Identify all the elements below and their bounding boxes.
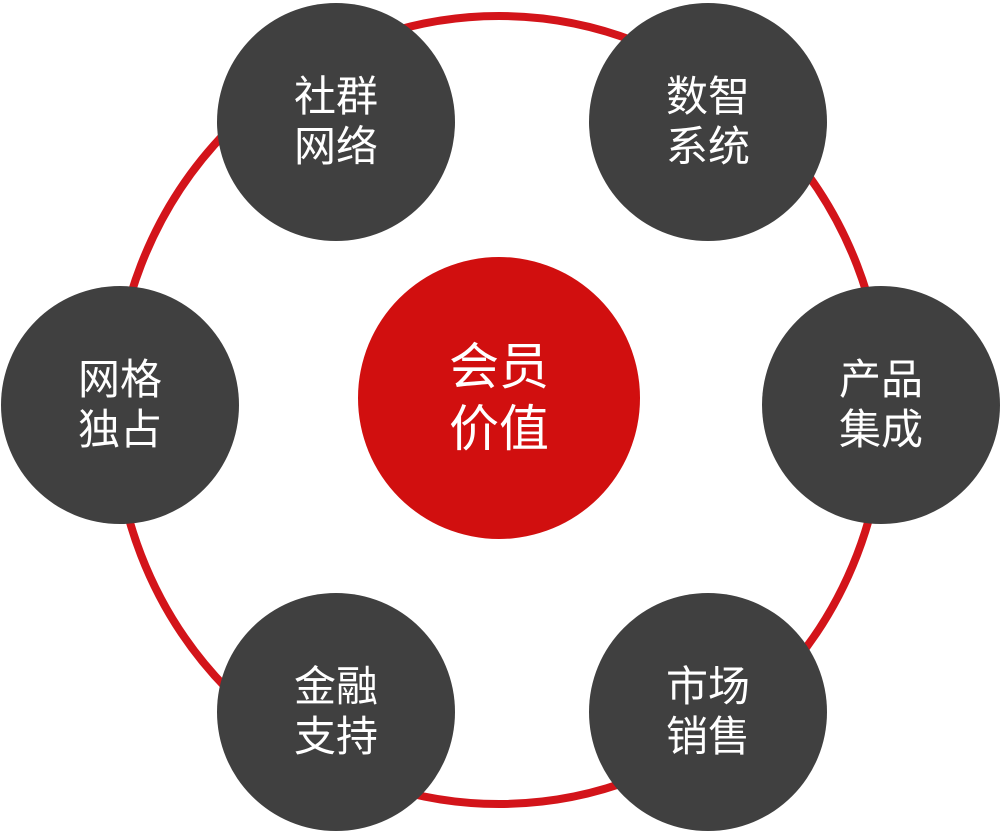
node-product-integration: 产品 集成	[762, 286, 1000, 524]
node-label-line-1: 市场	[665, 661, 750, 711]
node-label-line-1: 社群	[293, 71, 378, 121]
node-label-line-2: 独占	[77, 405, 162, 454]
node-market-sales: 市场 销售	[589, 593, 827, 831]
center-node-member-value: 会员 价值	[358, 257, 640, 539]
node-label-line-2: 支持	[293, 712, 378, 761]
node-digital-system: 数智 系统	[589, 3, 827, 241]
node-label-line-2: 网络	[293, 122, 378, 171]
node-label-line-1: 数智	[665, 71, 750, 121]
center-label-line-1: 会员	[449, 337, 549, 396]
node-label-line-2: 系统	[665, 122, 750, 171]
node-finance-support: 金融 支持	[217, 593, 455, 831]
node-grid-exclusive: 网格 独占	[1, 286, 239, 524]
node-label-line-1: 金融	[293, 661, 378, 711]
node-label-line-1: 产品	[838, 354, 923, 404]
node-label-line-2: 销售	[665, 712, 750, 761]
node-community-network: 社群 网络	[217, 3, 455, 241]
node-label-line-1: 网格	[77, 354, 162, 404]
center-label-line-2: 价值	[449, 400, 549, 458]
node-label-line-2: 集成	[838, 405, 923, 454]
